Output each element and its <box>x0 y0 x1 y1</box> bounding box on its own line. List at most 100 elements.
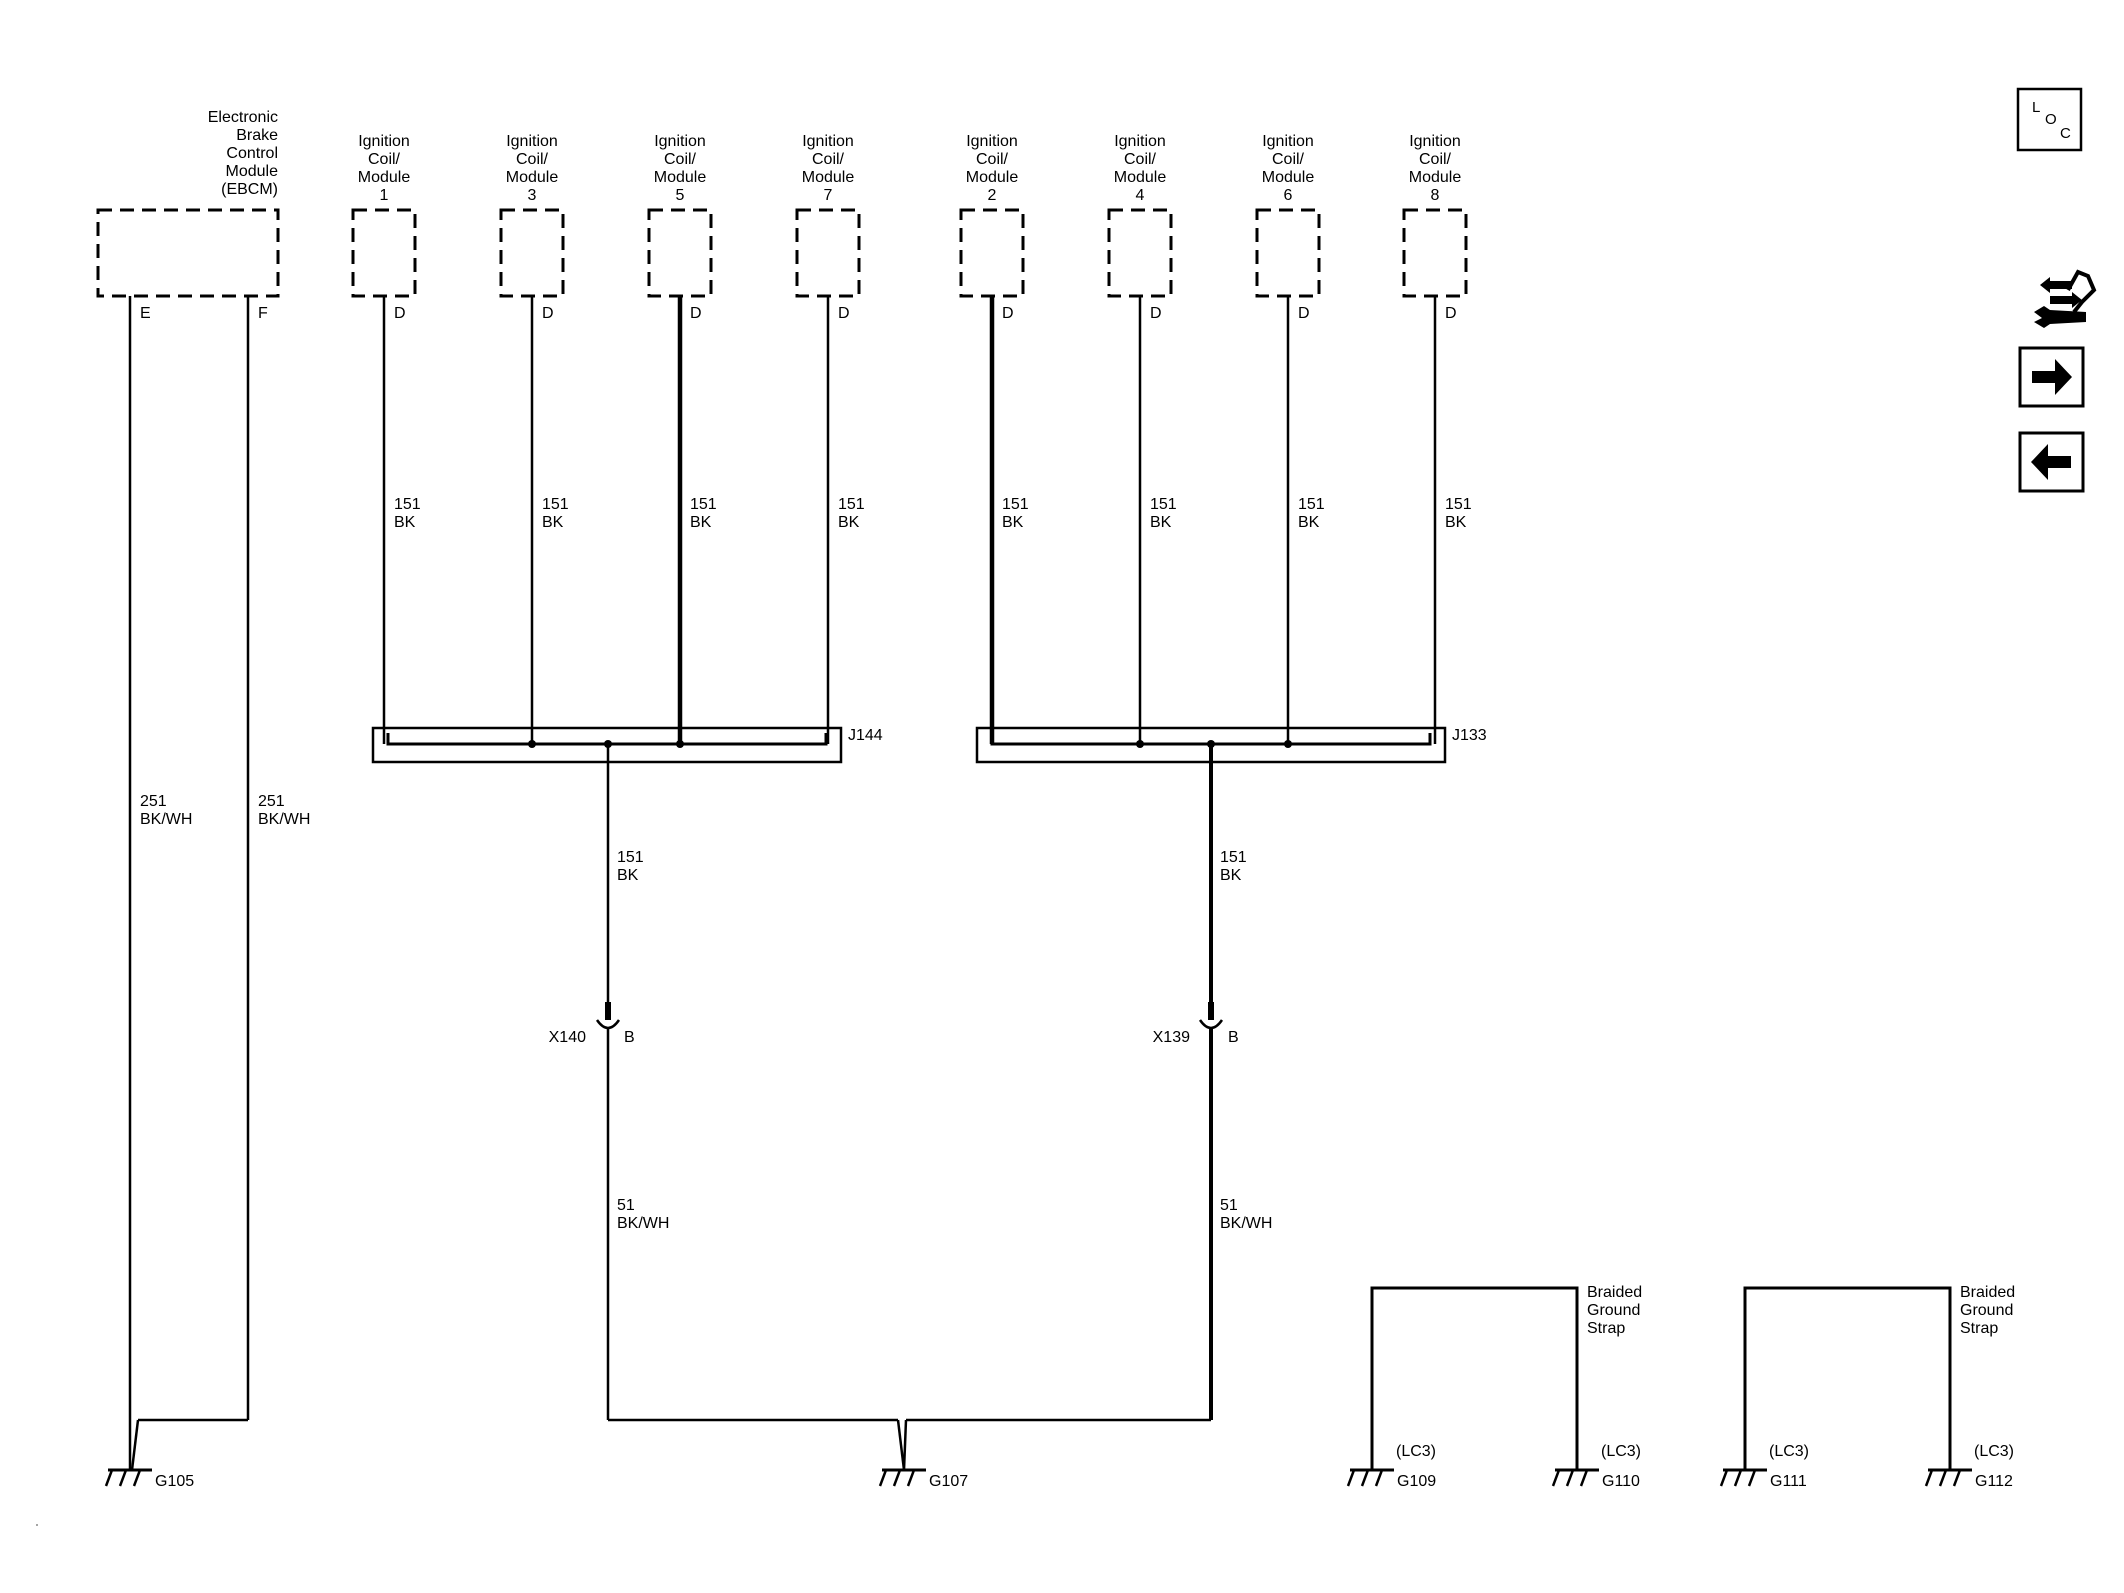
ground-tick <box>878 1469 888 1487</box>
connector-cup <box>595 1019 621 1030</box>
coil-box <box>1255 208 1321 298</box>
wire-color-label: BK/WH <box>617 1215 669 1232</box>
g107-merge <box>608 1418 1211 1471</box>
coil-label-line: Coil/ <box>1419 151 1452 168</box>
wire-color-label: BK <box>1002 514 1024 531</box>
ground-tick <box>118 1469 128 1487</box>
wire-circuit-label: 251 <box>258 793 285 810</box>
ground-label-g111: G111 <box>1770 1473 1807 1490</box>
coil-label-line: Module <box>506 169 559 186</box>
ground-icon <box>1924 1468 1972 1487</box>
ground-label-g110: G110 <box>1602 1473 1640 1490</box>
splice-j144: J144 <box>371 726 883 764</box>
coil-box <box>647 208 713 298</box>
ground-label-g107: G107 <box>929 1473 968 1490</box>
coil-box <box>959 208 1025 298</box>
connector-pin-label: B <box>624 1029 635 1046</box>
wrench-shape <box>2034 306 2086 328</box>
loc-letter: O <box>2045 111 2057 128</box>
ground-icon <box>1551 1468 1599 1487</box>
ignition-coils: IgnitionCoil/Module1D151BKIgnitionCoil/M… <box>351 133 1472 748</box>
double-arrow <box>2050 292 2082 308</box>
car-outline <box>2066 269 2097 314</box>
coil-label-line: 4 <box>1136 187 1145 204</box>
strap-label-line: Braided <box>1960 1284 2015 1301</box>
wire-circuit-label: 51 <box>617 1197 635 1214</box>
wire-color-label: BK/WH <box>140 811 192 828</box>
braided-strap-2: Braided Ground Strap (LC3) (LC3) <box>1743 1284 2015 1470</box>
ground-tick <box>1360 1469 1370 1487</box>
loc-icon <box>2016 87 2083 152</box>
strap-note: (LC3) <box>1396 1443 1436 1460</box>
ground-icon <box>1719 1468 1767 1487</box>
wire-ebcm-f-drop <box>130 1419 140 1471</box>
coil-label-line: Ignition <box>358 133 410 150</box>
wire-circuit-label: 151 <box>542 496 569 513</box>
coil-pin: D <box>1445 305 1457 322</box>
wire-color-label: BK <box>1298 514 1320 531</box>
wire-circuit-label: 151 <box>1220 849 1247 866</box>
coil-pin: D <box>1002 305 1014 322</box>
next-button[interactable] <box>2018 346 2085 408</box>
strap-label-line: Strap <box>1960 1320 1998 1337</box>
coil-label-line: Coil/ <box>1124 151 1157 168</box>
ground-tick <box>1565 1469 1575 1487</box>
ground-tick <box>1924 1469 1934 1487</box>
ground-tick <box>1733 1469 1743 1487</box>
connector-pin <box>1208 1002 1214 1020</box>
coil-label-line: Module <box>1409 169 1462 186</box>
splice-label: J133 <box>1452 727 1487 744</box>
ground-tick <box>1952 1469 1962 1487</box>
coil-label-line: Module <box>654 169 707 186</box>
connector-x140: X140 B 51 BK/WH <box>549 1002 669 1420</box>
connector-x139: X139 B 51 BK/WH <box>1153 1002 1272 1420</box>
connector-id: X140 <box>549 1029 586 1046</box>
loc-letter: L <box>2032 99 2040 116</box>
wire-circuit-label: 151 <box>1445 496 1472 513</box>
wire-circuit-label: 251 <box>140 793 167 810</box>
strap-label-line: Ground <box>1960 1302 2013 1319</box>
ground-icon <box>104 1468 152 1487</box>
splice-j133: J133 <box>975 726 1487 764</box>
coil-box <box>1402 208 1468 298</box>
coil-label-line: Coil/ <box>368 151 401 168</box>
previous-button[interactable] <box>2018 431 2085 493</box>
coil-pin: D <box>838 305 850 322</box>
component-locator-icon[interactable] <box>2034 269 2097 328</box>
braided-strap-1: Braided Ground Strap (LC3) (LC3) <box>1370 1284 1642 1470</box>
wire-circuit-label: 151 <box>690 496 717 513</box>
coil-label-line: Module <box>1262 169 1315 186</box>
ebcm-label-line: (EBCM) <box>221 181 278 198</box>
coil-pin: D <box>690 305 702 322</box>
ebcm-label-line: Control <box>226 145 278 162</box>
coil-label-line: 7 <box>824 187 833 204</box>
wire-circuit-label: 151 <box>617 849 644 866</box>
loc-button[interactable]: L O C <box>2016 87 2083 152</box>
wire-circuit-label: 151 <box>1002 496 1029 513</box>
wire-circuit-label: 151 <box>1150 496 1177 513</box>
wire-color-label: BK <box>617 867 639 884</box>
coil-label-line: Ignition <box>1409 133 1461 150</box>
connector-pin <box>605 1002 611 1020</box>
wire-color-label: BK <box>838 514 860 531</box>
ground-tick <box>1374 1469 1384 1487</box>
ebcm-module: Electronic Brake Control Module (EBCM) E… <box>96 109 280 322</box>
scan-speck <box>36 1524 38 1526</box>
loc-letter: C <box>2060 125 2071 142</box>
coil-label-line: 3 <box>528 187 537 204</box>
connector-cup <box>1198 1019 1224 1030</box>
arrow-left-icon <box>2031 444 2071 480</box>
coil-pin: D <box>1298 305 1310 322</box>
ground-tick <box>1346 1469 1356 1487</box>
ground-tick <box>1938 1469 1948 1487</box>
strap-label-line: Strap <box>1587 1320 1625 1337</box>
ground-label-g112: G112 <box>1975 1473 2013 1490</box>
ground-tick <box>1579 1469 1589 1487</box>
coil-label-line: 2 <box>988 187 997 204</box>
coil-label-line: Ignition <box>1114 133 1166 150</box>
grounds <box>104 1468 1972 1487</box>
